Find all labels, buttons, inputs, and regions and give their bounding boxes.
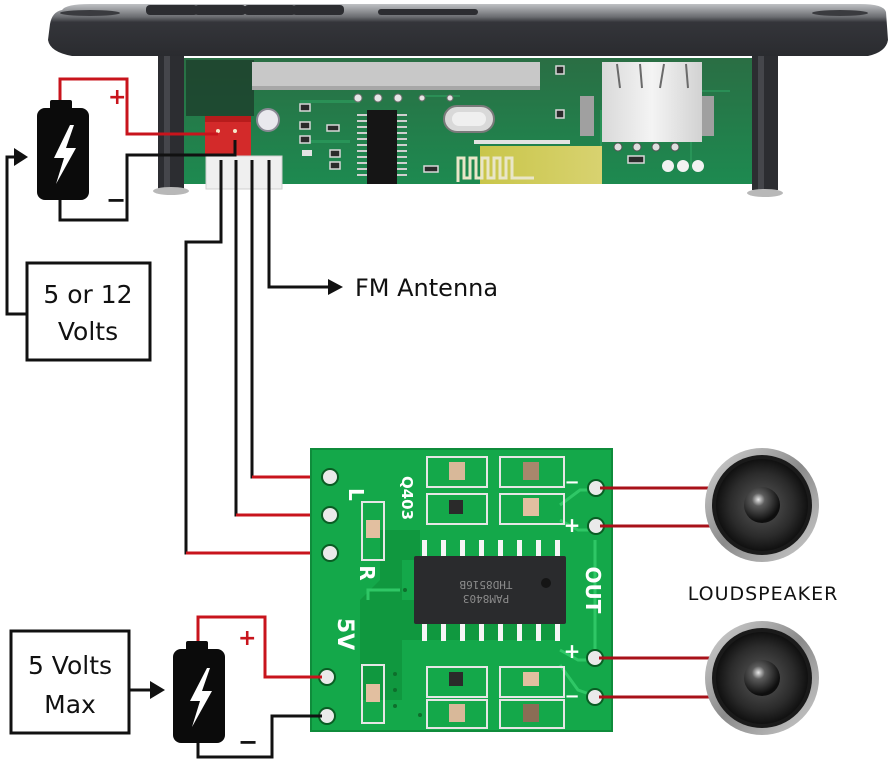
post-foot-right [747, 189, 783, 197]
supply-main-line2: Volts [58, 317, 118, 346]
wire-amp-negative [196, 714, 322, 759]
fm-antenna-label: FM Antenna [355, 274, 498, 302]
pam8403-chip [414, 556, 566, 624]
silk-out: OUT [581, 567, 605, 614]
battery-amp-minus-label: − [238, 728, 258, 756]
chip-label-line1: PAM8403 [463, 592, 509, 605]
wire-supply-to-battery [5, 155, 27, 316]
pad-r-input [321, 544, 339, 562]
chip-label-line2: THD8516B [459, 578, 512, 591]
silk-r: R [355, 565, 379, 580]
battery-amp-plus-label: + [238, 626, 256, 651]
silk-plus-bottom: + [564, 639, 581, 663]
pad-l-input-1 [321, 468, 339, 486]
amp-output-pads [586, 479, 605, 706]
signal-header [205, 155, 283, 190]
supply-main-line1: 5 or 12 [43, 280, 132, 309]
capacitor [256, 108, 280, 132]
silk-q403: Q403 [398, 476, 416, 520]
supply-amp-line1: 5 Volts [28, 651, 112, 680]
amp-input-pads [318, 468, 339, 725]
loudspeaker-label: LOUDSPEAKER [688, 583, 839, 605]
wire-fm-antenna [267, 160, 330, 289]
silk-minus-top: − [564, 472, 579, 493]
amp-smd-top [426, 456, 565, 525]
silk-plus-top: + [564, 513, 581, 537]
loudspeaker-icon [705, 621, 819, 735]
supply-amp-line2: Max [44, 690, 96, 719]
mounting-post-right [752, 50, 778, 190]
amp-smd-bottom [426, 666, 565, 729]
lcd-ribbon [252, 62, 540, 90]
battery-main-icon [37, 100, 89, 200]
wire-main-positive [58, 77, 218, 136]
pad-l-input-2 [321, 506, 339, 524]
arrow-head [14, 148, 28, 166]
usb-port [580, 62, 714, 152]
battery-main-plus-label: + [108, 85, 126, 110]
wire-amp-positive [196, 615, 322, 679]
silk-5v: 5V [332, 618, 357, 650]
battery-amp-icon [173, 641, 225, 743]
wire-ground-signal [250, 160, 330, 479]
supply-main-box [25, 261, 152, 362]
bluetooth-antenna-pad [480, 146, 602, 184]
power-connector [205, 116, 251, 156]
speaker-wiring [599, 486, 710, 699]
loudspeaker-icon [705, 448, 819, 562]
mp3-decoder-module [48, 4, 888, 197]
main-power-wiring [5, 77, 237, 316]
wire-right-channel [184, 160, 330, 555]
battery-main-minus-label: − [106, 186, 126, 214]
chip-pins [422, 540, 560, 641]
silk-minus-bottom: − [564, 686, 579, 707]
amp-power-wiring [130, 615, 322, 759]
decoder-chip [367, 110, 397, 184]
bezel-buttons [146, 5, 478, 15]
silk-l: L [344, 488, 368, 501]
mounting-post-left [158, 50, 184, 190]
post-foot-left [153, 187, 189, 195]
arrow-head [150, 681, 165, 699]
bluetooth-antenna-trace [456, 156, 534, 182]
pam8403-amplifier-board: PAM8403 THD8516B L Q403 R 5V OUT − + + − [310, 448, 613, 732]
smd-components [299, 65, 645, 173]
test-pads [662, 160, 704, 172]
fm-arrow-head [328, 279, 343, 295]
supply-amp-box [9, 629, 131, 735]
front-bezel [48, 4, 888, 56]
wire-main-negative [58, 140, 237, 222]
